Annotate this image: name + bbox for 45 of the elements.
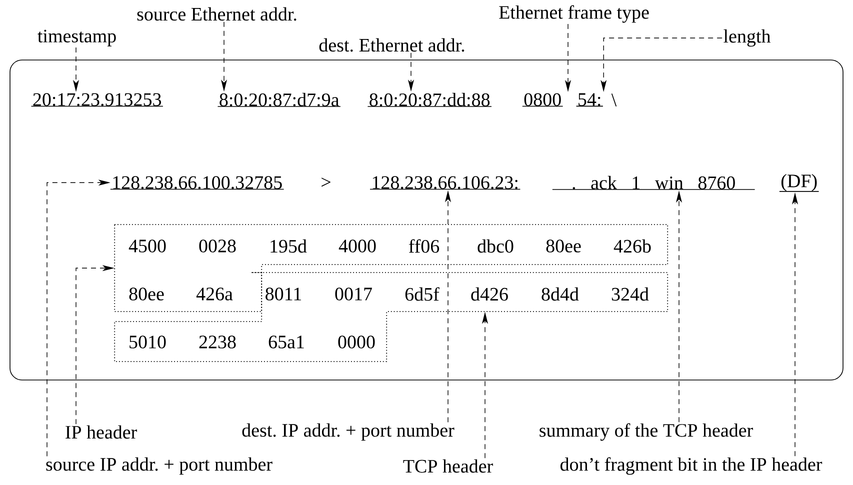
callout-text: IP header xyxy=(66,425,137,439)
underlined-field: 8:0:20:87:d7:9a xyxy=(217,92,341,107)
output-symbol: > xyxy=(322,178,330,187)
callout-text: dest. IP addr. + port number xyxy=(242,423,454,441)
underlined-field: 54: xyxy=(576,93,604,107)
dotted-region xyxy=(114,224,668,312)
underlined-field: (DF) xyxy=(779,174,820,192)
callout-text: source IP addr. + port number xyxy=(46,457,272,475)
hex-word: 426b xyxy=(614,239,651,253)
hex-word: 6d5f xyxy=(405,287,440,301)
hex-word: 2238 xyxy=(199,336,236,348)
hex-word: 80ee xyxy=(546,240,581,252)
callout-text: summary of the TCP header xyxy=(540,423,753,441)
underlined-field: 0800 xyxy=(522,93,564,107)
hex-word: 324d xyxy=(612,287,649,301)
hex-word: 8d4d xyxy=(542,287,579,301)
hex-word: 426a xyxy=(196,288,233,300)
hex-word: d426 xyxy=(471,287,508,301)
underlined-field: 20:17:23.913253 xyxy=(30,93,164,107)
rounded-frame xyxy=(10,60,844,380)
hex-word: 8011 xyxy=(266,288,302,300)
hex-word: 65a1 xyxy=(268,336,304,348)
hex-word: 0028 xyxy=(199,240,236,252)
output-symbol: \ xyxy=(611,94,617,106)
callout-text: source Ethernet addr. xyxy=(137,7,296,21)
hex-word: 4000 xyxy=(338,240,376,252)
underlined-field: 128.238.66.100.32785 xyxy=(110,176,284,190)
callout-text: timestamp xyxy=(38,30,116,46)
hex-word: 5010 xyxy=(130,336,166,348)
callout-text: TCP header xyxy=(403,459,493,473)
hex-word: 4500 xyxy=(128,240,166,252)
hex-word: 80ee xyxy=(129,288,164,300)
hex-word: dbc0 xyxy=(478,239,514,253)
underlined-field: 128.238.66.106.23: xyxy=(370,176,521,190)
hex-word: 0000 xyxy=(338,336,375,348)
callout-text: dest. Ethernet addr. xyxy=(319,38,464,52)
callout-text: length xyxy=(724,29,771,47)
dotted-region xyxy=(114,272,668,362)
callout-text: don’t fragment bit in the IP header xyxy=(560,457,822,475)
underlined-field: . ack 1 win 8760 xyxy=(552,176,756,190)
underlined-field: 8:0:20:87:dd:88 xyxy=(367,92,492,107)
callout-text: Ethernet frame type xyxy=(499,5,649,23)
hex-word: 0017 xyxy=(335,288,372,300)
hex-word: ff06 xyxy=(408,239,440,253)
hex-word: 195d xyxy=(270,239,307,253)
